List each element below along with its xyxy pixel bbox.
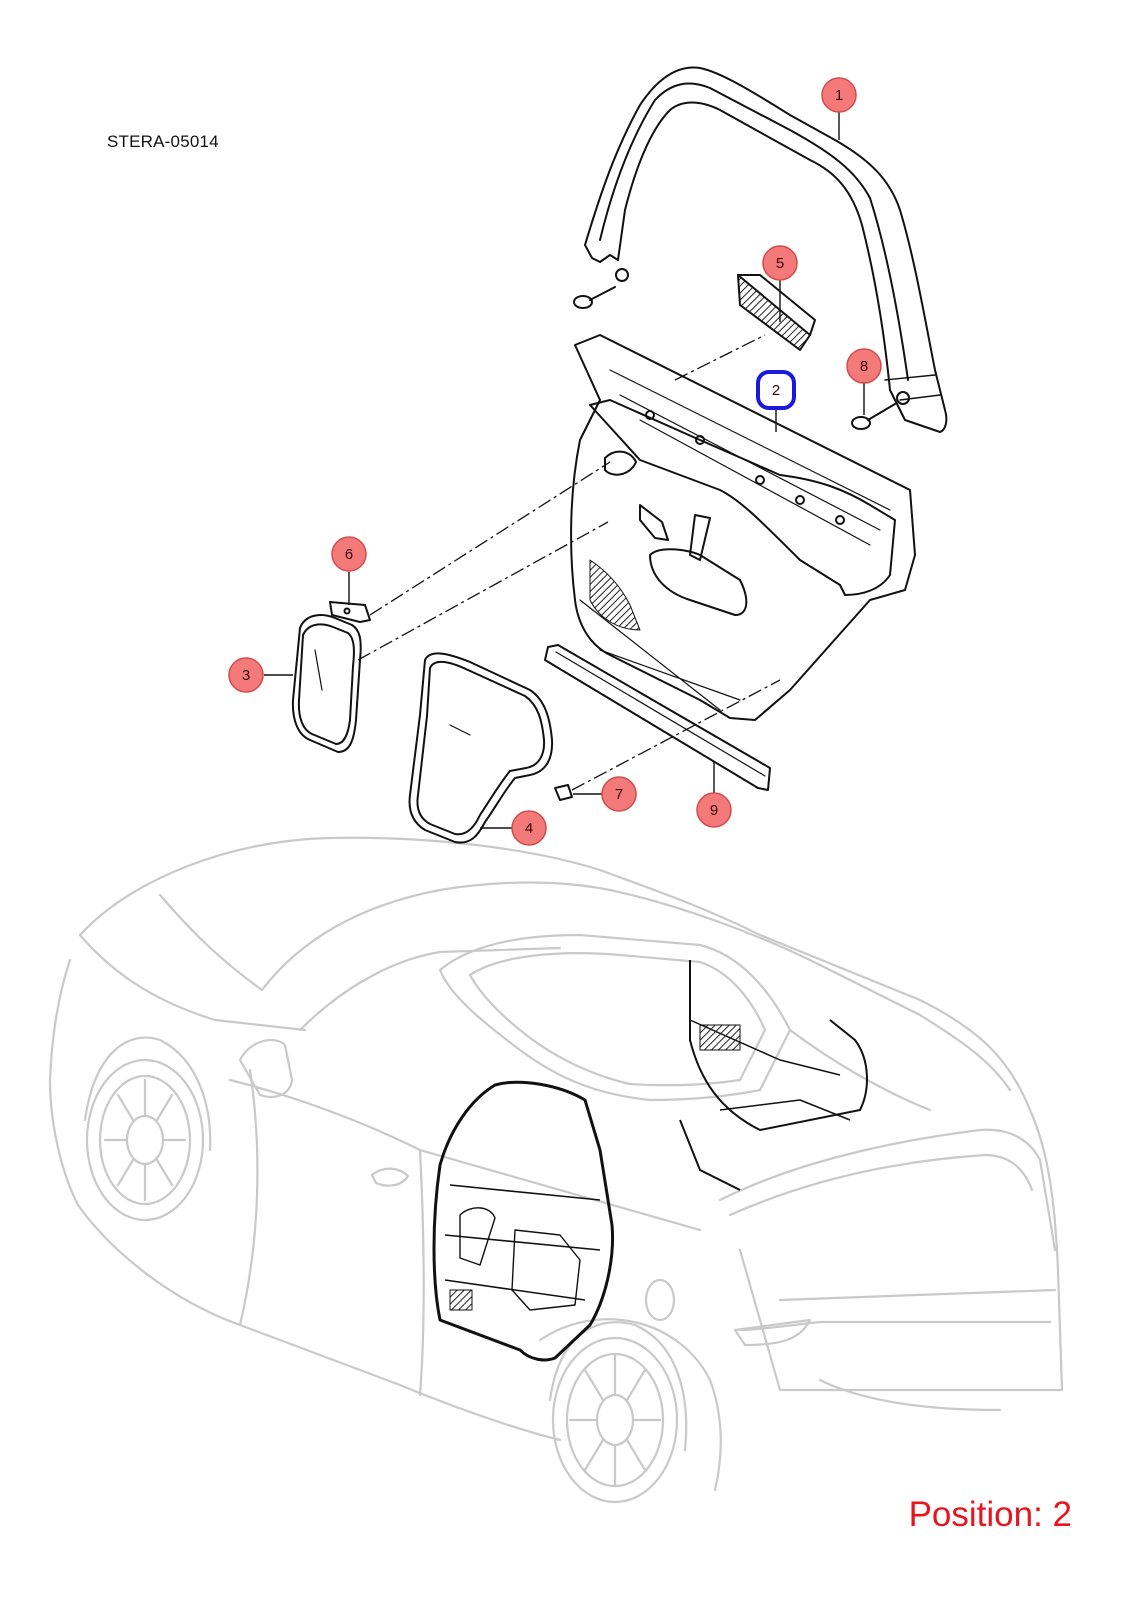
callout-5[interactable]: 5 bbox=[762, 245, 798, 281]
assembly-lines bbox=[357, 334, 781, 791]
callout-7-label: 7 bbox=[615, 786, 623, 803]
leader-lines bbox=[264, 112, 865, 829]
callout-4-label: 4 bbox=[525, 820, 533, 837]
callout-2-label: 2 bbox=[772, 382, 780, 399]
part-water-shield-small bbox=[291, 614, 362, 753]
callout-6[interactable]: 6 bbox=[331, 536, 367, 572]
part-pull-insert bbox=[737, 274, 816, 351]
part-door-trim-panel bbox=[570, 334, 916, 721]
part-bracket bbox=[329, 601, 371, 623]
part-window-frame-seal bbox=[584, 66, 948, 433]
part-push-pin bbox=[573, 286, 896, 430]
callout-5-label: 5 bbox=[776, 255, 784, 272]
callout-6-label: 6 bbox=[345, 546, 353, 563]
callout-9-label: 9 bbox=[710, 802, 718, 819]
callout-1[interactable]: 1 bbox=[821, 77, 857, 113]
diagram-code: STERA-05014 bbox=[107, 132, 219, 151]
callout-2[interactable]: 2 bbox=[756, 370, 796, 410]
vehicle-outline bbox=[48, 836, 1064, 1504]
callout-8-label: 8 bbox=[860, 358, 868, 375]
callout-1-label: 1 bbox=[835, 87, 843, 104]
exploded-parts bbox=[291, 66, 948, 844]
callout-9[interactable]: 9 bbox=[696, 792, 732, 828]
callout-8[interactable]: 8 bbox=[846, 348, 882, 384]
part-push-clip bbox=[554, 784, 573, 801]
callout-4[interactable]: 4 bbox=[511, 810, 547, 846]
position-label: Position: 2 bbox=[908, 1495, 1072, 1534]
callout-3-label: 3 bbox=[242, 667, 250, 684]
callout-7[interactable]: 7 bbox=[601, 776, 637, 812]
vehicle-door-opening bbox=[432, 960, 868, 1362]
part-belt-weatherstrip bbox=[544, 644, 771, 791]
callout-3[interactable]: 3 bbox=[228, 657, 264, 693]
part-water-shield-large bbox=[408, 652, 554, 844]
